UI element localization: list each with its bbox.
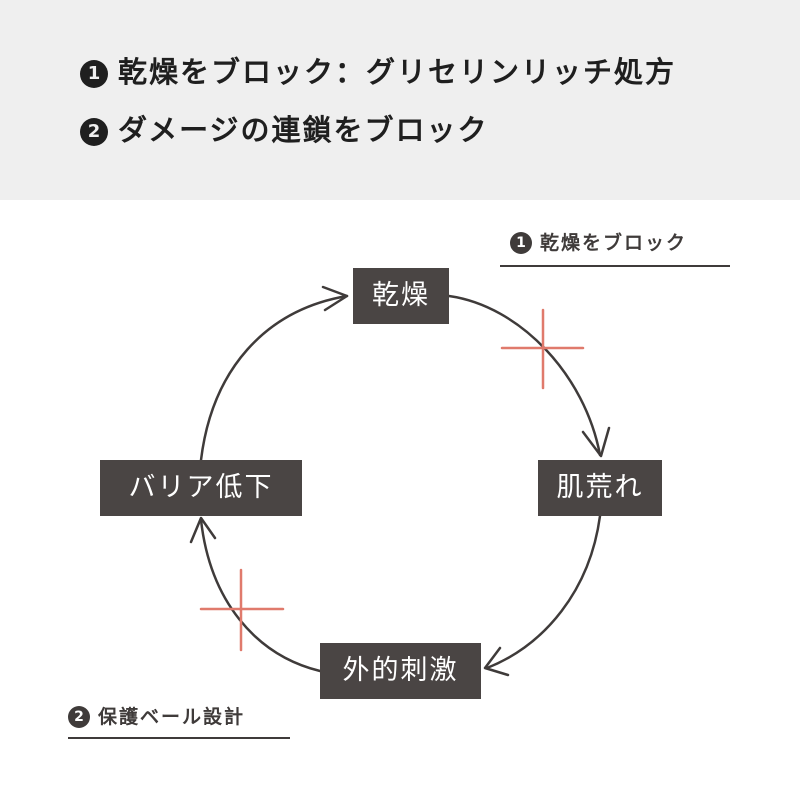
header-point-2-text: ダメージの連鎖をブロック [118,113,489,147]
arc-left-to-top [199,294,349,462]
arrowhead-top [321,285,349,312]
block-label-2: 2 保護ベール設計 [68,702,245,732]
block-label-1: 1 乾燥をブロック [510,228,687,258]
block-label-1-text: 乾燥をブロック [540,232,688,254]
block-mark-1 [500,308,585,390]
node-barrier-decline: バリア低下 [100,460,302,516]
arc-bottom-to-left [199,518,322,673]
header-point-1-text: 乾燥をブロック：グリセリンリッチ処方 [118,55,677,89]
label-badge-2: 2 [68,706,90,728]
arc-top-to-right [447,294,602,457]
node-external-stimulus: 外的刺激 [320,643,481,699]
node-skin-trouble: 肌荒れ [538,460,662,516]
block-label-2-underline [68,737,290,739]
block-label-1-underline [500,265,730,267]
number-badge-1: 1 [80,60,108,88]
number-badge-2: 2 [80,118,108,146]
block-mark-2 [199,568,285,652]
header-point-2: 2 ダメージの連鎖をブロック [80,110,489,150]
header-panel: 1 乾燥をブロック：グリセリンリッチ処方 2 ダメージの連鎖をブロック [0,0,800,200]
block-label-2-text: 保護ベール設計 [98,706,246,728]
header-point-1: 1 乾燥をブロック：グリセリンリッチ処方 [80,52,676,92]
label-badge-1: 1 [510,232,532,254]
arrowhead-right [581,426,611,458]
node-dryness: 乾燥 [353,268,449,324]
arrowhead-bottom [483,646,510,677]
arc-right-to-bottom [485,514,602,670]
arrowhead-left [189,516,217,544]
